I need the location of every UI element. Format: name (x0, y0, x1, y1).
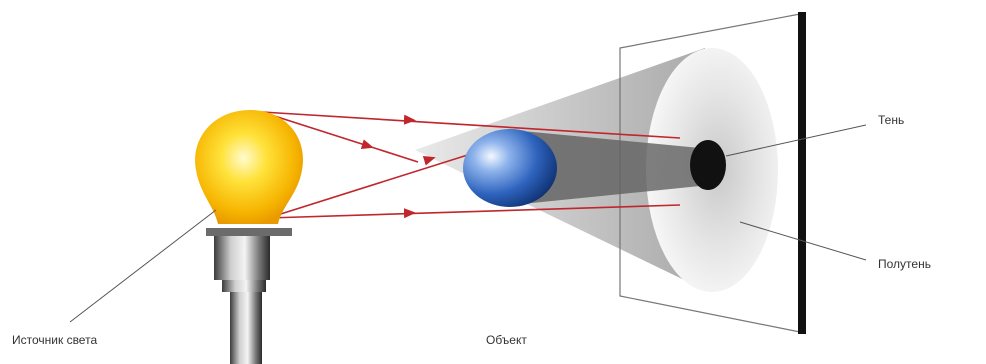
bulb-collar (206, 228, 292, 236)
light-source-label: Источник света (12, 333, 97, 347)
object-label: Объект (486, 333, 527, 347)
ray-arrow (380, 159, 430, 174)
object-sphere (463, 129, 557, 207)
bulb-glass (195, 110, 303, 224)
bulb-socket (214, 236, 270, 280)
bulb-stand (230, 292, 262, 364)
ray-arrow (330, 134, 368, 146)
light-bulb-icon (195, 110, 303, 364)
shadow-label: Тень (878, 113, 904, 127)
screen-edge (798, 12, 806, 334)
sphere-icon (463, 129, 557, 207)
bulb-socket-ring (222, 280, 266, 292)
penumbra-label: Полутень (878, 257, 931, 271)
light-source-leader (70, 210, 216, 322)
shadow-spot (690, 140, 726, 190)
